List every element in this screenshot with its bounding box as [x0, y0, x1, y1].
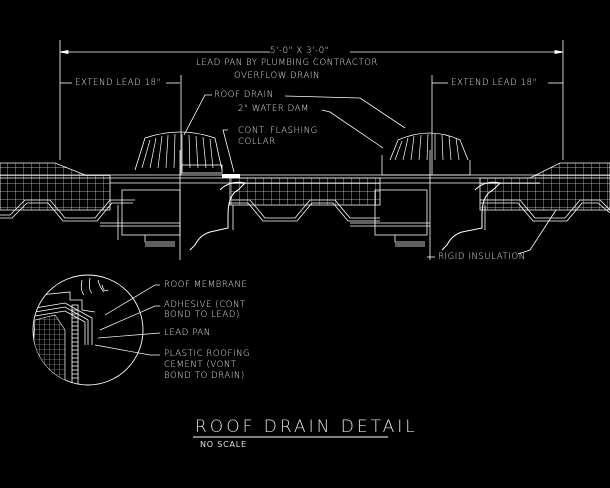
roof-drain-left: [100, 131, 247, 260]
overall-dimension-label: 5'-0" X 3'-0": [270, 46, 330, 56]
rigid-insulation-center: [229, 177, 381, 206]
water-dam-callout: 2" WATER DAM: [238, 104, 310, 114]
overflow-drain-right: [350, 132, 502, 260]
extend-lead-left-label: EXTEND LEAD 18": [75, 78, 162, 88]
adhesive-callout-line1: ADHESIVE (CONT.: [164, 300, 249, 310]
rigid-insulation-left: [0, 162, 111, 211]
cement-callout-line1: PLASTIC ROOFING: [164, 349, 251, 359]
flashing-collar-marker: [222, 174, 240, 178]
flashing-collar-callout-line2: COLLAR: [238, 137, 276, 147]
lead-pan-detail-callout: LEAD PAN: [164, 328, 211, 338]
adhesive-callout-line2: BOND TO LEAD): [164, 310, 240, 320]
extend-lead-right-label: EXTEND LEAD 18": [451, 78, 538, 88]
lead-pan: [0, 174, 610, 184]
roof-membrane-callout: ROOF MEMBRANE: [164, 280, 248, 290]
drawing-scale-note: NO SCALE: [200, 440, 247, 449]
drawing-title: ROOF DRAIN DETAIL: [195, 417, 418, 437]
cement-callout-line3: BOND TO DRAIN): [164, 371, 245, 381]
rigid-insulation-callout: RIGID INSULATION: [438, 252, 526, 262]
metal-deck: [0, 199, 610, 222]
cement-callout-line2: CEMENT (VONT.: [164, 360, 239, 370]
lead-pan-callout: LEAD PAN BY PLUMBING CONTRACTOR: [196, 58, 379, 68]
enlarged-detail-circle: [32, 274, 161, 386]
overflow-drain-callout: OVERFLOW DRAIN: [234, 71, 320, 81]
roof-drain-callout: ROOF DRAIN: [214, 90, 274, 100]
flashing-collar-callout-line1: CONT. FLASHING: [238, 126, 318, 136]
